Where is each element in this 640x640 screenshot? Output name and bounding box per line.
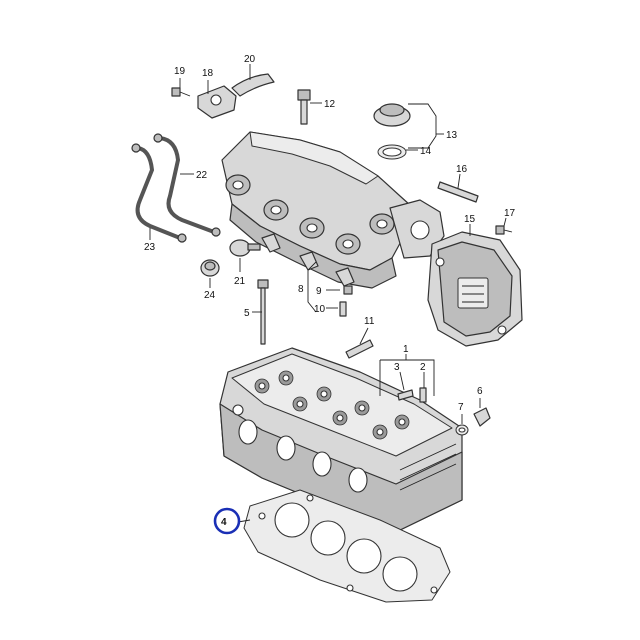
sensor-21[interactable] [229,239,261,257]
callout-4: 4 [221,517,227,528]
bolt-19[interactable] [171,87,191,97]
callout-20: 20 [244,54,256,65]
callout-14: 14 [420,146,432,157]
timing-cover[interactable] [427,231,523,347]
head-bolt-5[interactable] [257,279,269,345]
callout-12: 12 [324,99,336,110]
callout-1: 1 [403,344,409,355]
camshaft-housing[interactable] [221,131,445,289]
valve-bosses [254,370,410,440]
callout-5: 5 [244,308,250,319]
callout-3: 3 [394,362,400,373]
callout-2: 2 [420,362,426,373]
callout-23: 23 [144,242,156,253]
bolt-17[interactable] [495,225,513,235]
callout-21: 21 [234,276,246,287]
head-gasket[interactable] [243,489,451,603]
fuel-pipes-22-23[interactable] [131,133,221,243]
callout-15: 15 [464,214,476,225]
callout-24: 24 [204,290,216,301]
callout-17: 17 [504,208,516,219]
dowel-11[interactable] [345,339,374,359]
bolt-12[interactable] [297,89,311,125]
callout-13: 13 [446,130,458,141]
coolant-outlet-18[interactable] [197,85,237,119]
port-openings [232,404,368,493]
callout-9: 9 [316,286,322,297]
callout-4-highlight-ring [213,507,241,535]
callout-18: 18 [202,68,214,79]
callout-11: 11 [364,316,375,327]
o-ring-7[interactable] [455,424,469,436]
callout-labels: 19 18 20 12 13 14 16 15 17 22 23 21 24 5… [144,54,516,528]
bolt-9[interactable] [343,285,353,295]
seal-ring-14[interactable] [377,144,407,160]
callout-8: 8 [298,284,304,295]
dowels-2-3[interactable] [397,387,427,403]
plug-24[interactable] [200,259,220,277]
callout-7: 7 [458,402,464,413]
callout-10: 10 [314,304,326,315]
plug-6[interactable] [473,407,491,427]
callout-6: 6 [477,386,483,397]
hose-20[interactable] [231,73,275,97]
bolt-10[interactable] [339,301,347,317]
dowel-16[interactable] [437,181,479,203]
callout-16: 16 [456,164,468,175]
callout-22: 22 [196,170,208,181]
leader-lines [149,64,507,523]
callout-19: 19 [174,66,186,77]
oil-filler-cap-13[interactable] [373,103,411,127]
